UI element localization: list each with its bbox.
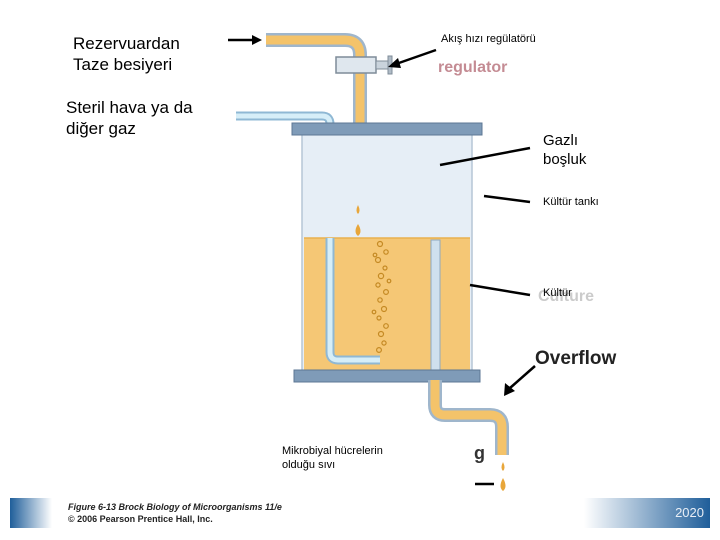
label-headspace: Gazlı boşluk: [543, 132, 587, 168]
figure-credit: Figure 6-13 Brock Biology of Microorgani…: [68, 501, 282, 525]
residual-label-culture: Culture: [538, 288, 594, 305]
footer-bar: Figure 6-13 Brock Biology of Microorgani…: [10, 498, 710, 528]
footer-background: [10, 498, 710, 528]
medium-inlet-tube-fill: [266, 35, 365, 200]
effluent-drop-2: [500, 478, 506, 491]
label-sterile-air: Steril hava ya da diğer gaz: [66, 98, 193, 138]
medium-drop-2: [355, 224, 361, 236]
label-effluent: Mikrobiyal hücrelerin olduğu sıvı: [282, 445, 383, 471]
overflow-standpipe: [430, 239, 441, 375]
label-overflow: Overflow: [535, 348, 617, 369]
label-arrows: [228, 35, 536, 486]
label-culture: Kültür: [543, 287, 572, 299]
label-reservoir: Rezervuardan Taze besiyeri: [73, 34, 180, 74]
residual-label-g: g: [474, 443, 485, 463]
figure-credit-line2: © 2006 Pearson Prentice Hall, Inc.: [68, 514, 213, 524]
effluent-drop-1: [501, 462, 505, 471]
flow-regulator-valve: [335, 56, 377, 74]
label-culture-vessel: Kültür tankı: [543, 196, 599, 208]
residual-label-regulator: regulator: [438, 59, 507, 76]
vessel-top-cap: [291, 122, 483, 136]
vessel-bottom-cap: [293, 369, 481, 383]
label-flow-regulator: Akış hızı regülatörü: [441, 33, 536, 45]
medium-drop-1: [356, 205, 360, 214]
air-bubbles: [371, 240, 392, 354]
footer-year: 2020: [675, 505, 704, 520]
overflow-outlet-tube-fill: [430, 380, 507, 455]
figure-credit-line1: Figure 6-13 Brock Biology of Microorgani…: [68, 502, 282, 512]
